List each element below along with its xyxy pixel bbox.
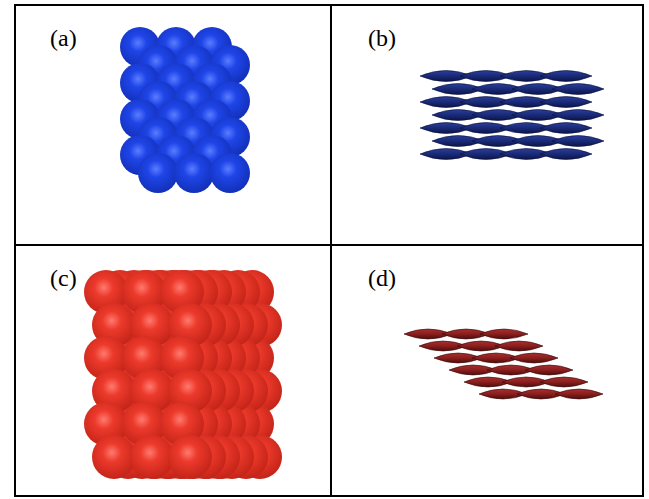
sphere	[174, 153, 214, 193]
lens	[525, 365, 573, 375]
figure-panel: (c)	[14, 244, 332, 497]
sphere	[168, 435, 212, 479]
figure-panel: (a)	[14, 4, 332, 246]
sphere	[130, 435, 174, 479]
lens	[540, 149, 592, 160]
lens	[552, 136, 604, 147]
sphere-packing	[120, 27, 250, 193]
lens	[510, 353, 558, 363]
panel-label: (c)	[50, 266, 77, 290]
figure-panel: (b)	[330, 4, 644, 246]
lens	[555, 389, 603, 399]
lens	[540, 97, 592, 108]
lens	[552, 110, 604, 121]
lens	[495, 341, 543, 351]
panel-label: (a)	[50, 26, 77, 50]
sphere	[138, 153, 178, 193]
sphere-packing	[84, 270, 282, 479]
lens	[552, 84, 604, 95]
lens	[540, 71, 592, 82]
figure-panel: (d)	[330, 244, 644, 497]
lens	[480, 329, 528, 339]
sphere	[210, 153, 250, 193]
panel-label: (d)	[368, 266, 396, 290]
panel-label: (b)	[368, 26, 396, 50]
lens-packing	[404, 329, 603, 399]
lens	[540, 123, 592, 134]
lens	[540, 377, 588, 387]
lens-packing	[420, 71, 604, 160]
sphere	[92, 435, 136, 479]
